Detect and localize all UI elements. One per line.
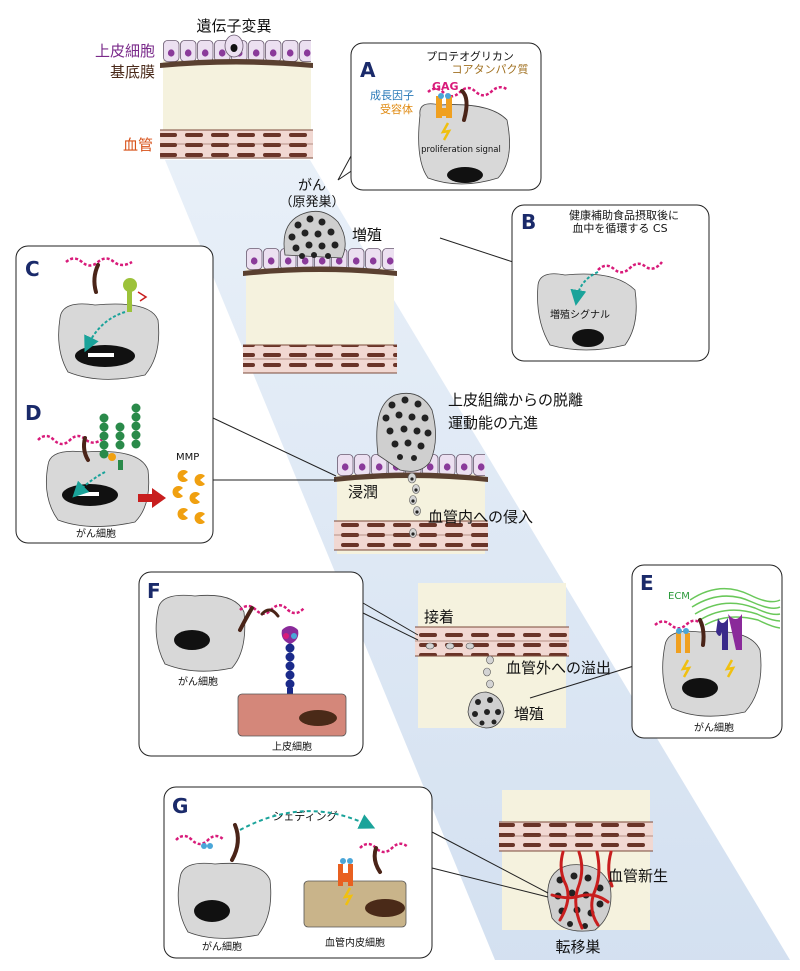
panel-b: B 健康補助食品摂取後に 血中を循環する CS 増殖シグナル	[511, 204, 710, 362]
panel-g-cell-label: がん細胞	[202, 940, 242, 953]
ecm-fibers	[689, 587, 781, 629]
panel-b-signal: 増殖シグナル	[550, 308, 610, 321]
panel-cd: C D MMP がん細胞	[15, 245, 214, 544]
panel-c-letter: C	[25, 257, 40, 281]
basement-membrane-label: 基底膜	[110, 63, 155, 81]
stage-invasion	[334, 392, 488, 554]
detach-label-2: 運動能の亢進	[448, 414, 538, 432]
stage-metastasis	[499, 790, 653, 932]
tumor-cluster-invading	[376, 392, 436, 538]
invasion-label: 浸潤	[348, 483, 378, 501]
proliferation-signal-label: proliferation signal	[421, 145, 501, 155]
panel-g-letter: G	[172, 794, 188, 818]
adhesion-label: 接着	[424, 608, 454, 626]
stage-normal-tissue	[160, 34, 313, 159]
metastatic-tumor	[547, 850, 614, 932]
primary-tumor-label-1: がん	[298, 178, 326, 194]
core-protein-label: コアタンパク質	[452, 62, 529, 76]
metastasis-label: 転移巣	[555, 938, 600, 956]
tumor-cluster-secondary	[467, 691, 505, 729]
panel-d-cell-label: がん細胞	[76, 527, 116, 540]
panel-b-text-2: 血中を循環する CS	[572, 221, 667, 235]
panel-e-cell-label: がん細胞	[694, 721, 734, 734]
gag-label: GAG	[432, 80, 459, 93]
proliferation-2-label: 増殖	[514, 705, 544, 723]
tumor-cluster-primary	[283, 210, 346, 259]
detach-label-1: 上皮組織からの脱離	[448, 391, 583, 409]
vessel-stage1	[160, 129, 313, 159]
intravasation-label: 血管内への侵入	[428, 508, 533, 526]
panel-b-letter: B	[521, 210, 536, 234]
primary-tumor-label-2: （原発巣）	[279, 195, 344, 210]
proliferation-label: 増殖	[352, 226, 382, 244]
panel-e: E ECM がん細胞	[631, 564, 783, 739]
ecm-label: ECM	[668, 591, 690, 602]
epithelial-cells-label: 上皮細胞	[95, 42, 155, 60]
mmp-label: MMP	[176, 452, 199, 463]
panel-a-letter: A	[360, 58, 376, 82]
panel-f-letter: F	[147, 579, 161, 603]
growth-factor-label: 成長因子	[370, 89, 414, 102]
panel-a: A プロテオグリカン コアタンパク質 GAG 成長因子 受容体 prolifer…	[350, 42, 542, 191]
panel-b-text-1: 健康補助食品摂取後に	[569, 208, 679, 222]
panel-g-endo-label: 血管内皮細胞	[325, 936, 385, 949]
extravasation-label: 血管外への溢出	[506, 659, 611, 677]
mmp-icons	[172, 469, 205, 524]
mutation-label: 遺伝子変異	[196, 17, 271, 35]
panel-d-letter: D	[25, 401, 42, 425]
panel-f-epi-label: 上皮細胞	[272, 740, 312, 753]
panel-f: F がん細胞 上皮細胞	[138, 571, 364, 757]
proteoglycan-label: プロテオグリカン	[426, 49, 514, 63]
shedding-label: シェディング	[272, 809, 337, 823]
panel-e-letter: E	[640, 571, 654, 595]
stage-primary-tumor	[243, 210, 397, 374]
blood-vessel-label: 血管	[123, 136, 153, 154]
receptor-label: 受容体	[380, 102, 413, 116]
stage-extravasation	[415, 583, 569, 729]
panel-g: G シェディング がん細胞 血管内皮細胞	[163, 786, 433, 959]
angiogenesis-label: 血管新生	[608, 867, 668, 885]
panel-f-cell-label: がん細胞	[178, 675, 218, 688]
